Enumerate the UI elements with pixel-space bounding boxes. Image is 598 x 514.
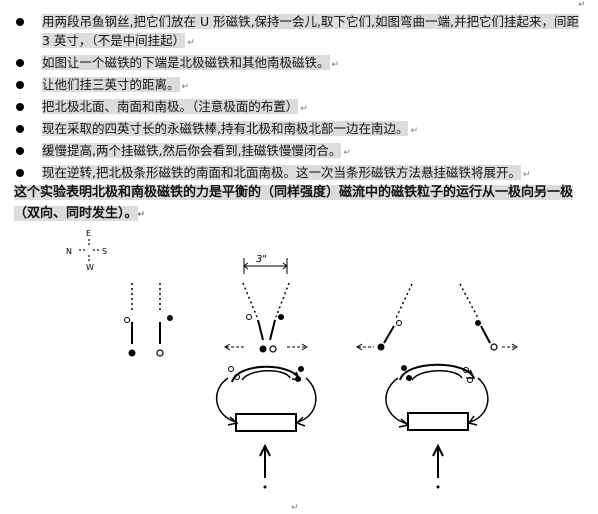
paragraph-mark-top: ↵ [578,0,586,10]
compass-e-label: E [86,229,91,238]
bullet-icon [16,81,24,89]
return-mark: ↵ [522,170,531,180]
bullet-icon [16,169,24,177]
instruction-list: 用两段吊鱼钢丝,把它们放在 U 形磁铁,保持一会儿,取下它们,如图弯曲一端,并把… [14,12,584,185]
compass-w-label: W [86,263,94,272]
setup-c-opening-magnets [356,283,518,489]
list-item: 把北极北面、南面和南极。（注意极面的布置）↵ [14,97,584,119]
return-mark: ↵ [300,104,308,114]
bullet-icon [16,147,24,155]
bullet-icon [16,59,24,67]
list-item-text: 现在逆转,把北极条形磁铁的南面和北面南极。这一次当条形磁铁方法悬挂磁铁将展开。 [42,165,521,180]
compass-s-label: S [102,247,107,256]
bullet-icon [16,103,24,111]
return-mark: ↵ [331,60,340,70]
compass-n-label: N [66,247,72,256]
dimension-label: 3" [256,254,267,265]
summary-paragraph: 这个实验表明北极和南极磁铁的力是平衡的（同样强度）磁流中的磁铁粒子的运行从一极向… [14,182,589,226]
paragraph-mark-bottom: ↵ [291,503,299,513]
return-mark: ↵ [343,148,351,158]
return-mark: ↵ [187,38,195,48]
setup-a-hanging-magnets [124,283,173,357]
setup-b-closing-magnets [215,258,317,489]
list-item: 缓慢提高,两个挂磁铁,然后你会看到,挂磁铁慢慢闭合。↵ [14,141,584,163]
bullet-icon [16,125,24,133]
return-mark: ↵ [410,126,419,136]
bullet-icon [16,18,24,26]
list-item: 如图让一个磁铁的下端是北极磁铁和其他南极磁铁。↵ [14,53,584,75]
compass-rose: E N S W [66,229,107,272]
list-item-text: 让他们挂三英寸的距离。 [42,77,180,92]
list-item: 让他们挂三英寸的距离。↵ [14,75,584,97]
list-item-text: 缓慢提高,两个挂磁铁,然后你会看到,挂磁铁慢慢闭合。 [42,143,342,158]
return-mark: ↵ [181,82,190,92]
list-item-text: 如图让一个磁铁的下端是北极磁铁和其他南极磁铁。 [42,55,330,70]
list-item: 现在逆转,把北极条形磁铁的南面和北面南极。这一次当条形磁铁方法悬挂磁铁将展开。↵ [14,163,584,185]
list-item-text: 把北极北面、南面和南极。（注意极面的布置） [42,99,299,114]
list-item-text: 现在采取的四英寸长的永磁铁棒,持有北极和南极北部一边在南边。 [42,121,409,136]
list-item: 现在采取的四英寸长的永磁铁棒,持有北极和南极北部一边在南边。↵ [14,119,584,141]
list-item: 用两段吊鱼钢丝,把它们放在 U 形磁铁,保持一会儿,取下它们,如图弯曲一端,并把… [14,12,584,53]
return-mark: ↵ [137,210,146,220]
